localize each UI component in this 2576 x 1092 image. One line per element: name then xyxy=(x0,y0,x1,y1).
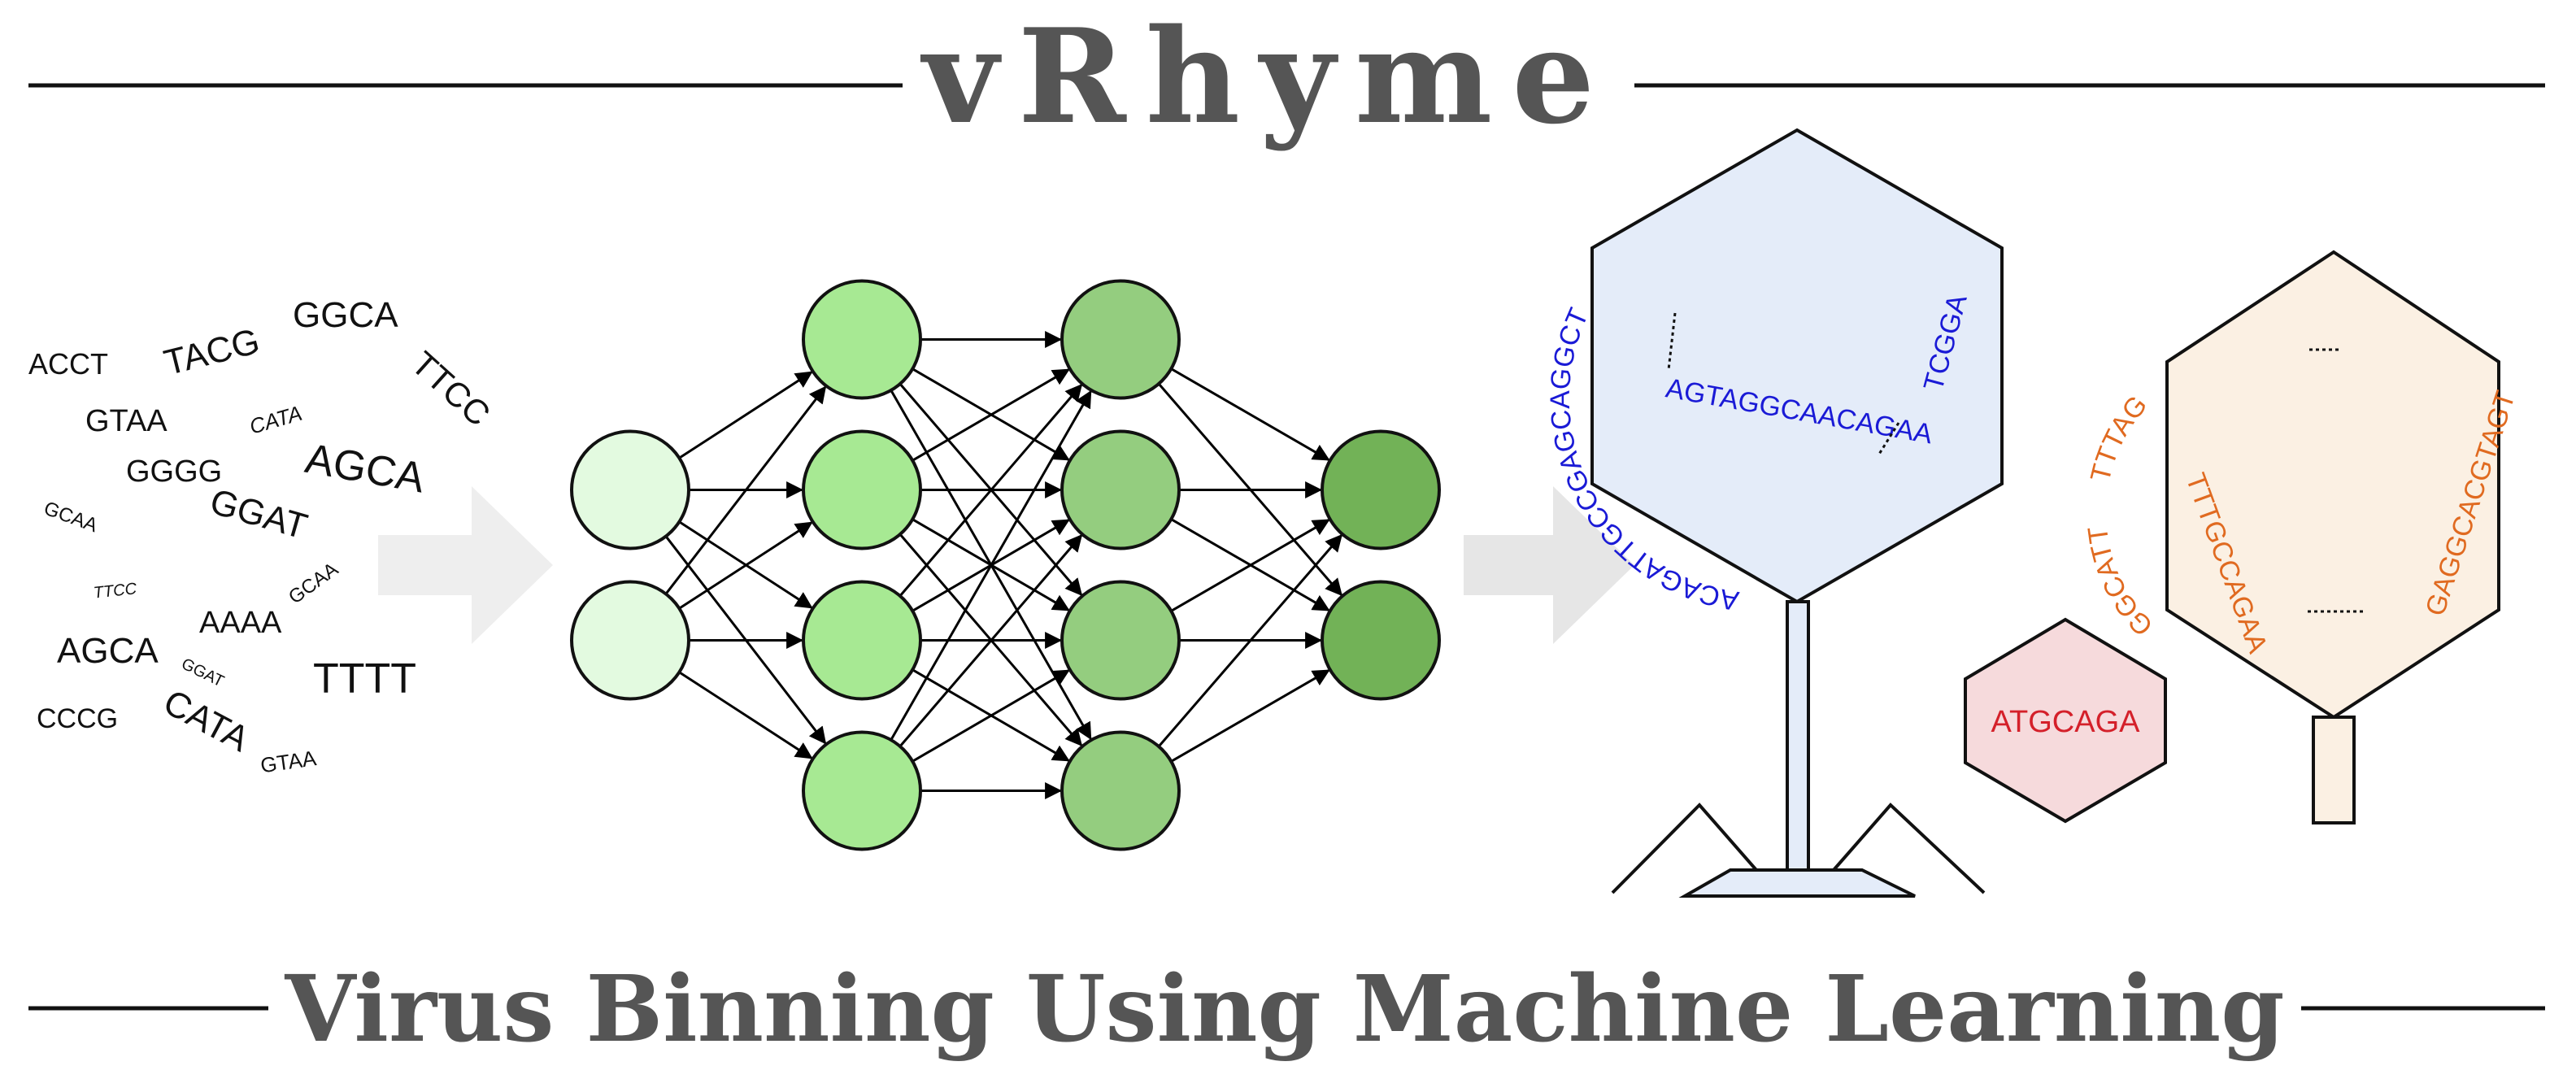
flow-arrow-1 xyxy=(378,486,553,644)
kmer: TTTT xyxy=(313,655,416,703)
kmer: TACG xyxy=(160,321,263,383)
kmer: CATA xyxy=(157,682,255,760)
small-virus: ATGCAGA xyxy=(1964,617,2167,824)
kmer: AGCA xyxy=(57,631,159,671)
network-connection xyxy=(1170,519,1330,612)
network-node xyxy=(802,580,922,701)
kmer: AAAA xyxy=(199,606,282,640)
kmer: GGAT xyxy=(179,655,227,690)
network-node xyxy=(1321,429,1441,550)
kmer: GGCA xyxy=(293,295,398,335)
network-connection xyxy=(678,371,813,459)
network-connection xyxy=(1170,368,1330,461)
kmer: AGCA xyxy=(302,435,429,502)
tailed-virus-sequence-top: GGCATT xyxy=(2082,524,2160,642)
kmer: CATA xyxy=(246,401,304,439)
small-virus-capsid xyxy=(1964,617,2167,824)
kmer: GTAA xyxy=(259,746,318,777)
phage-leg-left xyxy=(1611,803,1758,894)
large-phage: ACAGATTGCCGAGCAGGCT AGTAGGCAACAGAA TCGGA xyxy=(1545,128,2004,898)
network-connection xyxy=(1170,669,1330,763)
network-node xyxy=(1060,279,1181,400)
network-node xyxy=(802,730,922,851)
network-node xyxy=(802,279,922,400)
network-connection xyxy=(664,385,827,595)
network-connection xyxy=(890,389,1092,741)
network-connection xyxy=(899,534,1083,747)
network-node xyxy=(802,429,922,550)
kmer: GGAT xyxy=(206,481,311,547)
kmer: TTCC xyxy=(404,344,498,433)
kmer: ACCT xyxy=(28,347,108,381)
phage-baseplate xyxy=(1678,868,1916,898)
small-virus-sequence: ATGCAGA xyxy=(1991,705,2141,739)
network-node xyxy=(1060,730,1181,851)
tailed-virus-tail xyxy=(2312,716,2356,824)
title: vRhyme xyxy=(920,0,1614,153)
phage-leg-right xyxy=(1832,803,1986,894)
phage-tail xyxy=(1786,600,1810,872)
network-connection xyxy=(1157,533,1342,748)
kmer: GTAA xyxy=(85,404,168,438)
kmer: GCAA xyxy=(41,498,100,537)
network-connection xyxy=(912,669,1070,763)
tailed-virus: GGCATT TTTAG TTTGCCAGAA GAGGCACGTAGT xyxy=(2082,250,2522,824)
network-connection xyxy=(678,671,813,759)
network-node xyxy=(1060,580,1181,701)
network-node xyxy=(570,580,690,701)
network-node xyxy=(1321,580,1441,701)
neural-network xyxy=(570,279,1441,851)
tailed-virus-sequence-top-right: TTTAG xyxy=(2085,389,2153,485)
network-connection xyxy=(912,368,1070,462)
network-node xyxy=(570,429,690,550)
tailed-virus-head xyxy=(2165,250,2500,720)
kmer-cloud: ACCT TACG GGCA GTAA CATA TTCC GGGG AGCA … xyxy=(28,295,498,777)
subtitle: Virus Binning Using Machine Learning xyxy=(284,956,2284,1063)
kmer: CCCG xyxy=(37,703,118,734)
kmer: TTCC xyxy=(93,580,138,603)
network-connection xyxy=(899,384,1083,597)
genome-gap xyxy=(1667,312,1677,371)
network-connection xyxy=(678,521,813,610)
kmer: GCAA xyxy=(285,559,342,609)
network-node xyxy=(1060,429,1181,550)
flow-arrow-2 xyxy=(1464,486,1634,644)
kmer: GGGG xyxy=(126,455,222,489)
